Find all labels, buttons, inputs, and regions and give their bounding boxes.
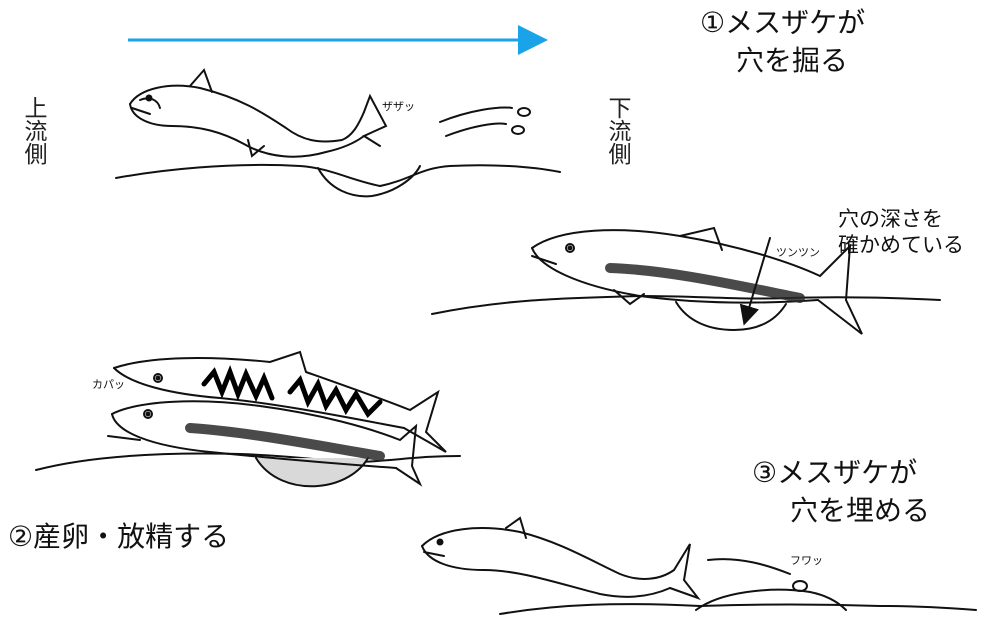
step3-title-line2: 穴を埋める [790,494,930,528]
riverbed-line [116,165,560,186]
covered-mound [696,590,846,610]
step1-title-line2: 穴を掘る [736,44,848,78]
sound-effect-check: ツンツン [776,244,820,260]
depth-annotation-line1: 穴の深さを [838,206,943,232]
depth-annotation-line2: 確かめている [838,232,964,258]
sound-effect-cover: フワッ [790,552,823,568]
riverbed-line [500,604,976,614]
upstream-label: 上流側 [20,96,46,165]
scene-spawning [36,352,460,486]
riverbed-line [432,296,940,314]
splash-lines [440,108,512,136]
dig-pit [676,302,786,330]
dig-pit [318,166,420,196]
sound-effect-spawn: カパッ [92,376,125,392]
scene-digging [116,70,560,196]
female-salmon-covering [422,518,698,598]
gravel-pebble [518,108,530,116]
scene-covering [422,518,976,614]
female-salmon-spawning [108,401,420,484]
dark-lateral-stripe [190,428,380,456]
step1-title-line1: ①メスザケが [700,6,865,40]
gravel-pebble [512,126,524,134]
step2-title: ②産卵・放精する [8,520,229,554]
depth-pointer-arrow [746,238,770,318]
step3-title-line1: ③メスザケが [752,456,917,490]
dark-lateral-stripe [610,268,800,298]
splash-lines [708,559,790,574]
gravel-pebble [793,581,807,591]
downstream-label: 下流側 [604,96,630,165]
female-salmon-digging [130,70,386,157]
sound-effect-dig: ザザッ [382,98,415,114]
